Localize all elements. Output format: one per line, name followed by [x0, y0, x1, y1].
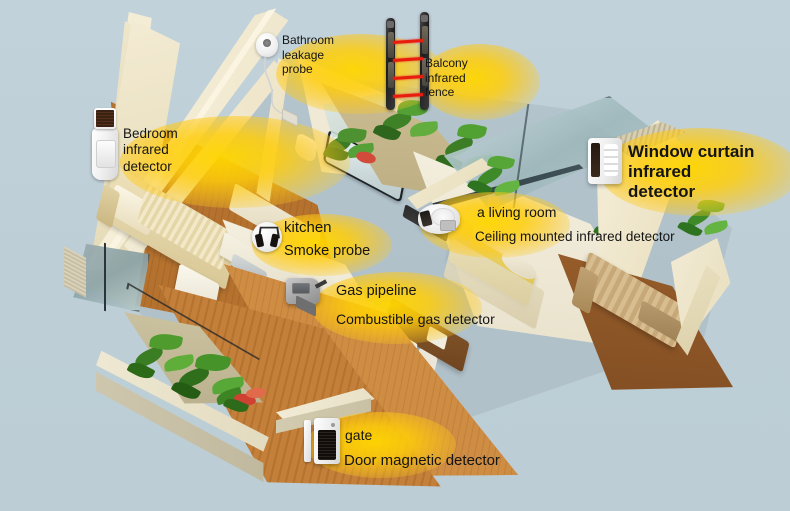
bathroom-label-line-2: leakage	[282, 47, 325, 62]
balcony-label-line-3: fence	[425, 85, 455, 100]
infrared-fence-device[interactable]	[386, 12, 432, 116]
infrared-beam-3	[392, 74, 424, 80]
curtain-detector-device[interactable]	[588, 138, 622, 184]
pir-detector-device[interactable]	[92, 108, 118, 180]
door-sensor-body	[314, 418, 340, 464]
label-combustible-gas-detector: Gas pipeline Combustible gas detector	[336, 283, 495, 328]
infrared-fence-post-left	[386, 18, 395, 110]
smoke-detector-body	[252, 222, 282, 252]
curtain-label-line-3: detector	[628, 182, 696, 202]
label-kitchen-smoke-probe: kitchen Smoke probe	[284, 219, 370, 261]
door-sensor-led	[331, 423, 335, 427]
bedroom2-plant	[676, 197, 730, 246]
smoke-detector-vent-right	[269, 233, 280, 248]
ceiling-detector-body	[418, 204, 460, 234]
gate-heading: gate	[345, 427, 373, 443]
label-door-magnetic-detector: gate Door magnetic detector	[344, 427, 500, 470]
ceiling-detector-device[interactable]	[418, 204, 460, 234]
label-bedroom-infrared-detector: Bedroom infrared detector	[123, 126, 178, 175]
curtain-label-line-1: Window curtain	[628, 142, 755, 161]
ceiling-detector-lens	[419, 210, 433, 227]
gas-sub: Combustible gas detector	[336, 310, 495, 327]
label-ceiling-mounted-infrared-detector: a living room Ceiling mounted infrared d…	[475, 204, 675, 246]
bedroom-label-line-1: Bedroom	[123, 126, 178, 141]
balcony-label-line-2: infrared	[425, 70, 466, 85]
infrared-beam-2	[392, 56, 424, 62]
leak-probe-sensor-eye	[263, 39, 271, 47]
bathroom-label-line-1: Bathroom	[282, 33, 335, 47]
infrared-beam-4	[392, 92, 424, 98]
bedroom-window-mullion	[104, 242, 106, 312]
ceiling-detector-plate	[440, 220, 456, 231]
bedroom-label-line-3: detector	[123, 158, 172, 174]
infrared-fence-post-right	[420, 12, 429, 110]
living-room-palm-1	[466, 152, 521, 212]
terrace-flowers	[212, 378, 272, 416]
kitchen-sub: Smoke probe	[284, 243, 371, 260]
smoke-detector-device[interactable]	[252, 222, 282, 252]
infrared-beam-1	[392, 38, 424, 44]
living-heading: a living room	[477, 204, 557, 220]
pir-lens	[96, 140, 116, 168]
door-sensor-device[interactable]	[304, 418, 340, 464]
leak-probe-cable	[263, 55, 285, 115]
door-magnet-strip	[304, 420, 311, 462]
wall-unit	[64, 246, 86, 298]
bedroom-label-line-2: infrared	[123, 142, 169, 158]
pir-solar-panel	[94, 108, 116, 129]
curtain-detector-lens	[591, 143, 600, 177]
bathroom-label-line-3: probe	[282, 62, 313, 77]
label-window-curtain-infrared-detector: Window curtain infrared detector	[628, 142, 754, 202]
balcony-label-line-1: Balcony	[425, 56, 468, 70]
door-sensor-grill	[318, 430, 336, 460]
gas-heading: Gas pipeline	[336, 283, 417, 299]
curtain-detector-body	[588, 138, 622, 184]
curtain-detector-ribs	[604, 144, 618, 176]
kitchen-heading: kitchen	[284, 219, 332, 236]
leak-probe-body	[256, 33, 278, 57]
label-bathroom-leakage-probe: Bathroom leakage probe	[282, 33, 334, 77]
label-balcony-infrared-fence: Balcony infrared fence	[425, 56, 468, 100]
gate-sub: Door magnetic detector	[344, 452, 500, 470]
curtain-label-line-2: infrared	[628, 162, 692, 182]
leak-probe-device[interactable]	[256, 33, 278, 57]
gas-detector-display	[292, 283, 310, 294]
living-sub: Ceiling mounted infrared detector	[475, 229, 675, 245]
pir-body	[92, 108, 118, 180]
